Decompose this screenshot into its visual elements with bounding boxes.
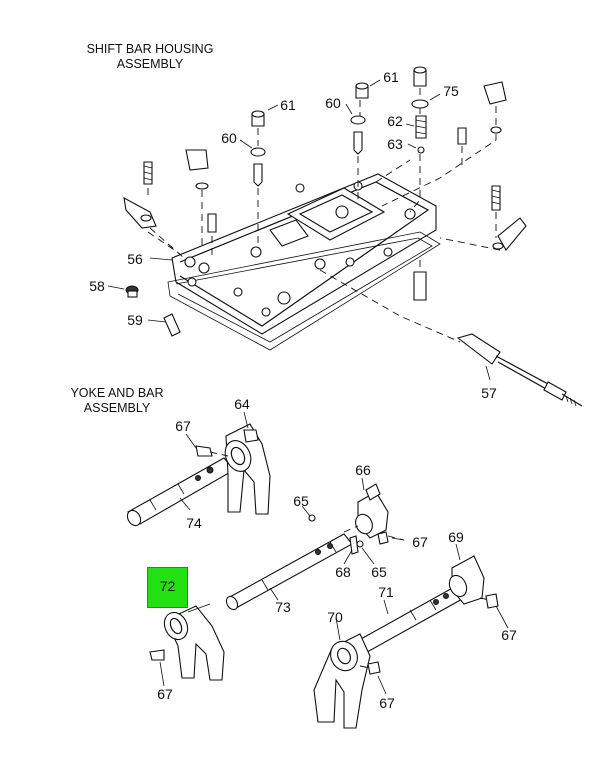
callout-67-right[interactable]: 67 [501, 627, 517, 643]
callout-67-bottom[interactable]: 67 [379, 695, 395, 711]
yoke-bar-leaders [159, 411, 509, 695]
callout-70[interactable]: 70 [327, 609, 343, 625]
callout-63[interactable]: 63 [387, 136, 403, 152]
callout-65-lower[interactable]: 65 [371, 564, 387, 580]
callout-60-right[interactable]: 60 [325, 95, 341, 111]
shift-block-69 [448, 555, 499, 609]
plate-bolt-holes [184, 181, 416, 317]
yoke-and-bar-title: YOKE AND BAR ASSEMBLY [52, 386, 182, 416]
shift-rail-73 [225, 533, 353, 611]
highlighted-callout-label: 72 [159, 578, 176, 594]
callout-67-block[interactable]: 67 [412, 534, 428, 550]
shift-bar-leaders [149, 79, 491, 381]
callout-61-center[interactable]: 61 [280, 97, 296, 113]
housing-gasket [167, 231, 441, 351]
yoke-bar-title-line2: ASSEMBLY [83, 401, 151, 415]
callout-61-right[interactable]: 61 [383, 69, 399, 85]
callout-67-upper[interactable]: 67 [175, 418, 191, 434]
left-detent-parts [123, 149, 217, 259]
shift-fork-70 [313, 633, 381, 729]
callout-65-upper[interactable]: 65 [293, 493, 309, 509]
callout-64[interactable]: 64 [234, 396, 250, 412]
plug-nut [107, 285, 139, 298]
right-bracket-parts [375, 81, 527, 301]
callout-56[interactable]: 56 [127, 251, 143, 267]
callout-74[interactable]: 74 [186, 515, 202, 531]
callout-60-center[interactable]: 60 [221, 130, 237, 146]
highlighted-callout-72[interactable]: 72 [147, 567, 188, 608]
callout-68[interactable]: 68 [335, 564, 351, 580]
callout-73[interactable]: 73 [275, 599, 291, 615]
callout-71[interactable]: 71 [378, 584, 394, 600]
detent-spring-stack [409, 66, 429, 213]
callout-58[interactable]: 58 [89, 278, 105, 294]
dowel-pin [147, 313, 181, 337]
shift-rail-71 [351, 585, 465, 657]
shift-yoke-72 [149, 603, 225, 681]
callout-75[interactable]: 75 [443, 83, 459, 99]
center-plunger-assy [250, 110, 266, 246]
yoke-bar-title-line1: YOKE AND BAR [70, 386, 164, 400]
callout-66[interactable]: 66 [355, 462, 371, 478]
callout-59[interactable]: 59 [127, 312, 143, 328]
callout-67-left[interactable]: 67 [157, 686, 173, 702]
callout-69[interactable]: 69 [448, 529, 464, 545]
shift-bar-housing-title: SHIFT BAR HOUSING ASSEMBLY [70, 42, 230, 72]
shift-bar-title-line2: ASSEMBLY [116, 57, 184, 71]
callout-57[interactable]: 57 [481, 385, 497, 401]
right-plunger-assy [350, 82, 369, 204]
callout-62[interactable]: 62 [387, 113, 403, 129]
shift-bar-title-line1: SHIFT BAR HOUSING [86, 42, 214, 56]
shift-cable [319, 269, 583, 407]
shift-fork-64 [195, 423, 271, 515]
shift-block-66 [308, 483, 405, 555]
shift-rail-74 [126, 457, 235, 527]
